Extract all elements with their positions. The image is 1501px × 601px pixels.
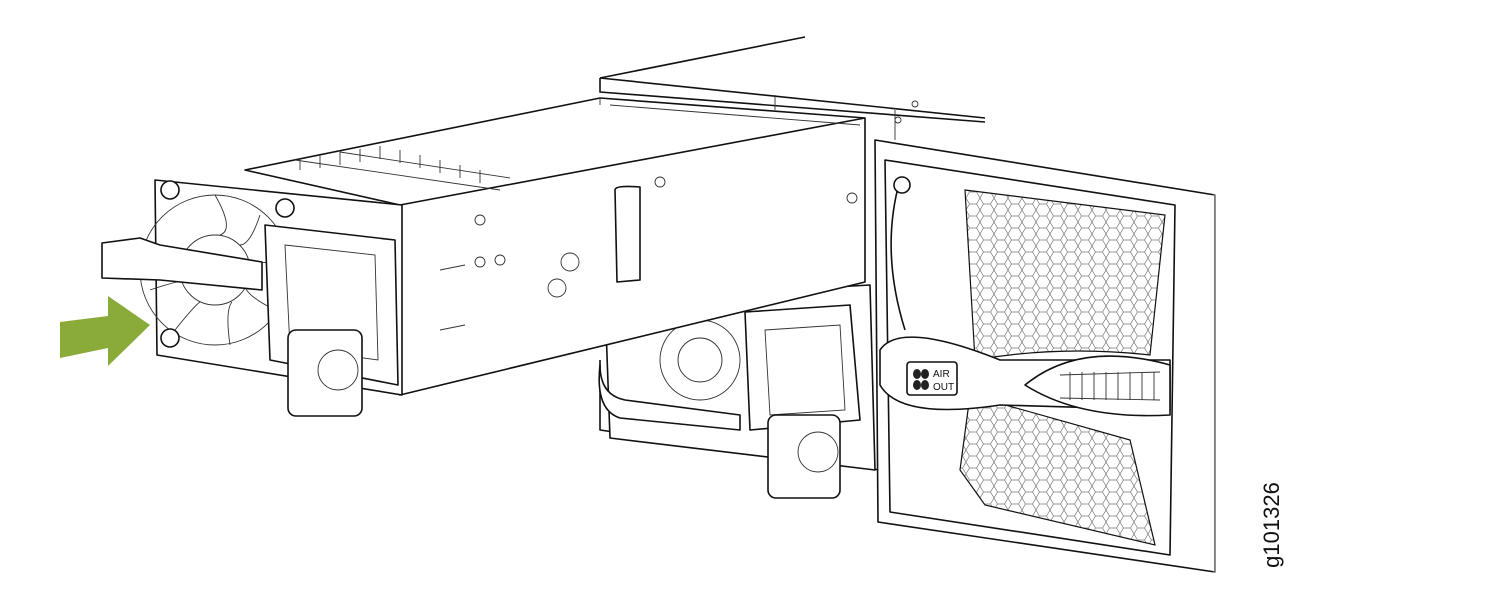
figure-id-label: g101326 (1259, 482, 1284, 568)
fan-grille-top (964, 189, 1166, 361)
air-label: AIR (933, 369, 950, 380)
insert-direction-arrow-icon (60, 296, 150, 366)
psu-handle[interactable] (101, 237, 263, 291)
out-label: OUT (933, 382, 954, 393)
latch[interactable] (287, 329, 363, 417)
installed-power-supply (598, 284, 876, 499)
power-supply-being-inserted (101, 97, 866, 417)
fan-icon (913, 369, 929, 390)
latch[interactable] (767, 414, 841, 499)
fan-tray: AIR OUT (874, 139, 1220, 580)
